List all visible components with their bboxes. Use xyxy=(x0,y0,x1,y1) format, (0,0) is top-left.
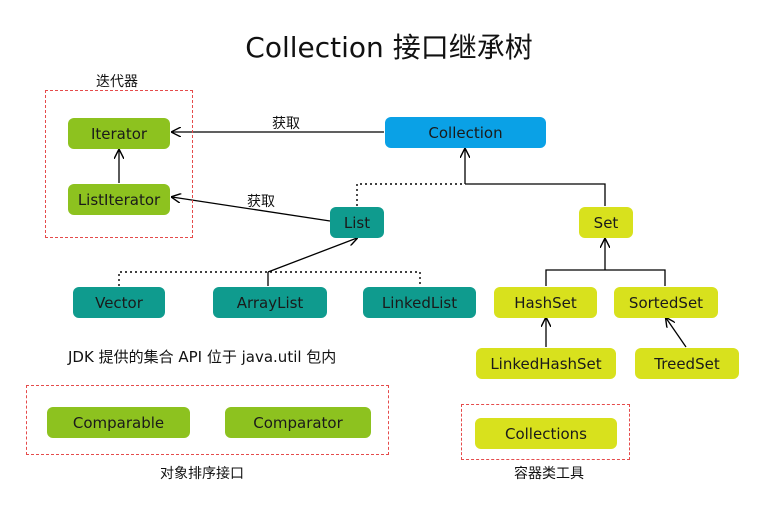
node-sortedset: SortedSet xyxy=(614,287,718,318)
node-set: Set xyxy=(579,207,633,238)
edge-vector-list xyxy=(118,271,421,286)
iterator-group-label: 迭代器 xyxy=(96,74,138,90)
collections-group xyxy=(461,404,630,460)
collections-group-label: 容器类工具 xyxy=(514,466,584,482)
node-comparable: Comparable xyxy=(47,407,190,438)
iterator-group xyxy=(45,90,193,238)
edge-hashset-sortedset xyxy=(545,269,666,286)
edge-arraylist-list xyxy=(267,238,357,273)
comparator-group-label: 对象排序接口 xyxy=(160,466,244,482)
node-linkedhashset: LinkedHashSet xyxy=(476,348,616,379)
node-linkedlist: LinkedList xyxy=(363,287,476,318)
edge-list-listiterator xyxy=(172,197,331,222)
comparator-group xyxy=(26,385,389,455)
edge-treedset-sortedset xyxy=(666,318,687,348)
edge-label-get-listiterator: 获取 xyxy=(247,194,275,210)
node-comparator: Comparator xyxy=(225,407,371,438)
edge-label-get-iterator: 获取 xyxy=(272,116,300,132)
node-listiterator: ListIterator xyxy=(68,184,170,215)
edge-set-collection xyxy=(465,183,606,206)
node-arraylist: ArrayList xyxy=(213,287,327,318)
edge-list-collection xyxy=(356,183,465,206)
node-iterator: Iterator xyxy=(68,118,170,149)
node-treedset: TreedSet xyxy=(635,348,739,379)
node-hashset: HashSet xyxy=(494,287,597,318)
node-vector: Vector xyxy=(73,287,165,318)
package-note: JDK 提供的集合 API 位于 java.util 包内 xyxy=(68,348,337,366)
node-collection: Collection xyxy=(385,117,546,148)
node-list: List xyxy=(330,207,384,238)
node-collections: Collections xyxy=(475,418,617,449)
diagram-title: Collection 接口继承树 xyxy=(245,31,533,64)
